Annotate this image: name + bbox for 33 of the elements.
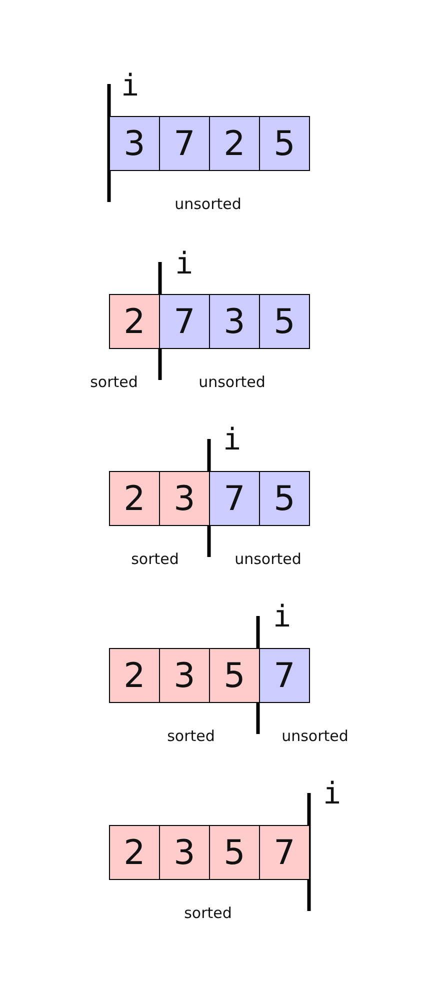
index-label: i <box>322 776 342 812</box>
array-cell: 7 <box>259 648 310 703</box>
array-cell: 5 <box>259 471 310 526</box>
array-cell: 2 <box>109 471 160 526</box>
array-cell: 2 <box>109 825 160 880</box>
array-cell: 2 <box>209 116 260 171</box>
array-cell: 2 <box>109 294 160 349</box>
array-cell: 3 <box>209 294 260 349</box>
array-cell: 7 <box>159 294 210 349</box>
array-cell: 5 <box>259 294 310 349</box>
array-cell: 2 <box>109 648 160 703</box>
array-cell: 7 <box>159 116 210 171</box>
array-cell: 5 <box>259 116 310 171</box>
array-cell: 3 <box>159 825 210 880</box>
region-label: sorted <box>167 727 215 745</box>
index-label: i <box>222 422 242 458</box>
array-cell: 3 <box>159 471 210 526</box>
array-cell: 7 <box>259 825 310 880</box>
array-cell: 5 <box>209 825 260 880</box>
region-label: unsorted <box>198 373 266 391</box>
region-label: unsorted <box>174 195 242 213</box>
array-cell: 3 <box>159 648 210 703</box>
region-label: unsorted <box>234 550 302 568</box>
index-label: i <box>272 600 292 634</box>
array-cell: 3 <box>109 116 160 171</box>
region-label: sorted <box>90 373 138 391</box>
array-cell: 5 <box>209 648 260 703</box>
region-label: unsorted <box>282 727 348 745</box>
index-label: i <box>120 68 140 104</box>
region-label: sorted <box>184 904 232 922</box>
region-label: sorted <box>131 550 179 568</box>
index-label: i <box>174 246 194 282</box>
array-cell: 7 <box>209 471 260 526</box>
